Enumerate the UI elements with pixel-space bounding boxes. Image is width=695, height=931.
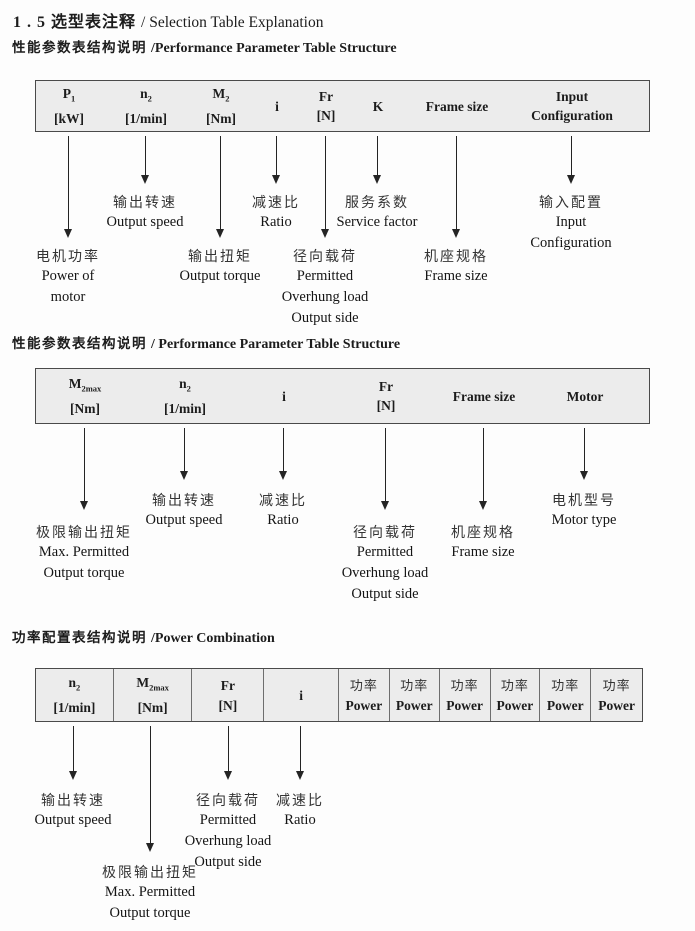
arrow-down-icon (179, 428, 189, 480)
header-cell-frame-size: Frame size (452, 388, 516, 404)
header-cell-input-config: Input Configuration (531, 89, 613, 123)
arrow-down-icon (372, 136, 382, 184)
header-cell-n2: n2 [1/min] (36, 669, 114, 721)
callout-output-speed: 输出转速 Output speed (34, 792, 112, 828)
header-cell-fr: Fr [N] (316, 89, 336, 123)
arrow-down-icon (278, 428, 288, 480)
arrow-down-icon (223, 726, 233, 780)
callout-input-configuration: 输入配置 Input Configuration (530, 194, 612, 251)
heading-performance-table-1: 性能参数表结构说明/Performance Parameter Table St… (12, 36, 397, 57)
arrow-down-icon (140, 136, 150, 184)
header-cell-n2: n2 [1/min] (125, 86, 167, 126)
arrow-down-icon (79, 428, 89, 510)
header-cell-i: i (282, 388, 286, 404)
heading-1-en: /Performance Parameter Table Structure (151, 41, 397, 56)
callout-max-output-torque: 极限输出扭矩 Max. Permitted Output torque (102, 864, 198, 921)
header-cell-m2: M2 [Nm] (206, 86, 236, 126)
callout-ratio: 减速比 Ratio (259, 492, 307, 528)
callout-frame-size: 机座规格 Frame size (424, 248, 488, 284)
header-cell-m2max: M2max [Nm] (114, 669, 193, 721)
page-title-zh: 1 . 5 选型表注释 (13, 14, 137, 31)
header-cell-p1: P1 [kW] (54, 86, 84, 126)
callout-power-of-motor: 电机功率 Power of motor (36, 248, 100, 305)
callout-service-factor: 服务系数 Service factor (336, 194, 418, 230)
heading-performance-table-2: 性能参数表结构说明 / Performance Parameter Table S… (12, 332, 400, 353)
arrow-down-icon (271, 136, 281, 184)
header-cell-m2max: M2max [Nm] (68, 376, 102, 416)
header-cell-n2: n2 [1/min] (164, 376, 206, 416)
header-cell-frame-size: Frame size (425, 98, 489, 114)
header-cell-power-1: 功率 Power (339, 669, 390, 721)
arrow-down-icon (145, 726, 155, 852)
header-cell-power-5: 功率 Power (540, 669, 592, 721)
page-title-en: / Selection Table Explanation (141, 14, 324, 31)
header-cell-i: i (264, 669, 339, 721)
callout-ratio: 减速比 Ratio (252, 194, 300, 230)
arrow-down-icon (478, 428, 488, 510)
heading-1-zh: 性能参数表结构说明 (12, 40, 147, 55)
callout-output-speed: 输出转速 Output speed (145, 492, 223, 528)
page-title: 1 . 5 选型表注释/ Selection Table Explanation (13, 8, 323, 32)
arrow-down-icon (579, 428, 589, 480)
heading-3-zh: 功率配置表结构说明 (12, 630, 147, 645)
callout-ratio: 减速比 Ratio (276, 792, 324, 828)
callout-frame-size: 机座规格 Frame size (451, 524, 515, 560)
callout-overhung-load: 径向载荷 Permitted Overhung load Output side (281, 248, 369, 326)
callout-output-speed: 输出转速 Output speed (106, 194, 184, 230)
header-cell-fr: Fr [N] (192, 669, 265, 721)
header-cell-power-3: 功率 Power (440, 669, 491, 721)
header-cell-power-6: 功率 Power (598, 677, 635, 713)
arrow-down-icon (215, 136, 225, 238)
callout-max-output-torque: 极限输出扭矩 Max. Permitted Output torque (36, 524, 132, 581)
arrow-down-icon (566, 136, 576, 184)
callout-output-torque: 输出扭矩 Output torque (179, 248, 261, 284)
header-cell-fr: Fr [N] (376, 379, 396, 413)
arrow-down-icon (68, 726, 78, 780)
heading-3-en: /Power Combination (151, 631, 275, 646)
header-cell-i: i (275, 98, 279, 114)
heading-2-zh: 性能参数表结构说明 (12, 336, 147, 351)
header-cell-motor: Motor (566, 388, 604, 404)
callout-overhung-load: 径向载荷 Permitted Overhung load Output side (184, 792, 272, 870)
heading-2-en: / Performance Parameter Table Structure (151, 337, 401, 352)
header-cell-power-4: 功率 Power (491, 669, 541, 721)
arrow-down-icon (451, 136, 461, 238)
arrow-down-icon (295, 726, 305, 780)
header-cell-k: K (372, 98, 384, 114)
header-cell-power-2: 功率 Power (390, 669, 440, 721)
param-table-2: M2max [Nm] n2 [1/min] i Fr [N] Frame siz… (35, 368, 650, 424)
arrow-down-icon (320, 136, 330, 238)
callout-overhung-load: 径向载荷 Permitted Overhung load Output side (341, 524, 429, 602)
arrow-down-icon (380, 428, 390, 510)
callout-motor-type: 电机型号 Motor type (551, 492, 617, 528)
param-table-1: P1 [kW] n2 [1/min] M2 [Nm] i Fr [N] K Fr… (35, 80, 650, 132)
heading-power-combination: 功率配置表结构说明/Power Combination (12, 626, 275, 647)
power-table: n2 [1/min] M2max [Nm] Fr [N] i 功率 Power … (35, 668, 643, 722)
arrow-down-icon (63, 136, 73, 238)
